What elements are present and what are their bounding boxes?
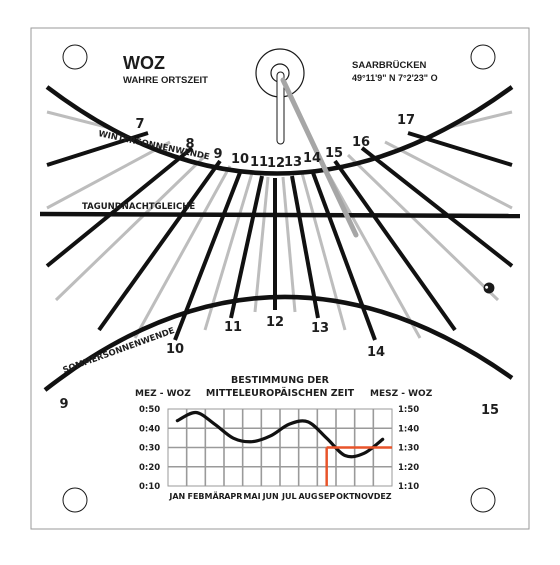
eot-left-tick-label: 0:50 — [139, 405, 160, 415]
eot-month-label: MÄR — [205, 491, 225, 501]
eot-month-label: JUL — [281, 492, 297, 501]
half-hour-line — [46, 140, 171, 210]
hour-label-upper: 13 — [284, 155, 302, 170]
eot-right-tick-label: 1:40 — [398, 424, 419, 434]
eot-month-label: JUN — [262, 492, 279, 501]
hour-label-upper: 10 — [231, 152, 249, 167]
hour-line — [333, 159, 457, 332]
hour-label-upper: 14 — [303, 151, 321, 166]
winter-solstice-curve — [45, 85, 514, 176]
eot-month-label: FEB — [187, 492, 204, 501]
half-hour-line — [346, 153, 500, 302]
half-hour-line — [445, 110, 513, 130]
maker-logo — [483, 282, 495, 294]
eot-curve — [175, 410, 385, 459]
hour-label-lower: 9 — [59, 397, 68, 412]
gnomon-shadow — [280, 77, 359, 238]
dial-title: WOZ — [123, 53, 165, 73]
half-hour-line — [253, 176, 270, 313]
hour-line — [229, 175, 264, 319]
screw-hole-top-right — [470, 44, 496, 70]
hour-line — [360, 146, 514, 268]
eot-left-axis-label: MEZ - WOZ — [135, 389, 191, 399]
hour-label-lower: 12 — [266, 315, 284, 330]
eot-plot — [175, 410, 392, 486]
label-equinox: TAGUNDNACHTGLEICHE — [82, 202, 195, 212]
hour-label-lower: 10 — [166, 342, 184, 357]
eot-month-label: NOV — [354, 492, 374, 501]
hour-label-upper: 17 — [397, 113, 415, 128]
half-hour-line — [300, 172, 347, 331]
hour-label-upper: 16 — [352, 135, 370, 150]
hour-label-upper: 15 — [325, 146, 343, 161]
eot-right-tick-label: 1:50 — [398, 405, 419, 415]
eot-left-tick-label: 0:40 — [139, 424, 160, 434]
eot-left-tick-label: 0:10 — [139, 482, 160, 492]
hour-label-upper: 11 — [250, 155, 268, 170]
gnomon-rod — [276, 71, 285, 145]
screw-hole-bottom-left — [62, 487, 88, 513]
hour-label-upper: 9 — [213, 147, 222, 162]
screw-hole-top-left — [62, 44, 88, 70]
eot-right-tick-label: 1:10 — [398, 482, 419, 492]
hour-label-upper: 12 — [267, 156, 285, 171]
summer-solstice-curve — [43, 294, 514, 392]
location-coordinates: 49°11'9" N 7°2'23" O — [352, 73, 438, 83]
declination-curves — [39, 85, 521, 392]
dial-subtitle: WAHRE ORTSZEIT — [123, 75, 208, 86]
hour-label-lower: 13 — [311, 321, 329, 336]
eot-month-label: SEP — [318, 492, 335, 501]
location-name: SAARBRÜCKEN — [352, 60, 427, 71]
half-hour-line — [54, 153, 208, 302]
eot-month-label: AUG — [298, 492, 317, 501]
eot-right-tick-label: 1:30 — [398, 444, 419, 454]
half-hour-line — [46, 110, 111, 130]
eot-month-label: OKT — [336, 492, 355, 501]
eot-month-label: JAN — [168, 492, 185, 501]
eot-title-line1: BESTIMMUNG DER — [231, 375, 330, 386]
hour-label-lower: 14 — [367, 345, 385, 360]
eot-tick-labels: 0:50 0:40 0:30 0:20 0:10 1:50 1:40 1:30 1:20 1:10… — [139, 405, 419, 501]
equinox-line — [39, 211, 521, 219]
hour-lines — [45, 110, 514, 341]
hour-line — [97, 159, 222, 332]
half-hour-line — [133, 165, 232, 339]
hour-line — [310, 169, 377, 341]
hour-line — [290, 175, 320, 319]
eot-right-axis-label: MESZ - WOZ — [370, 389, 433, 399]
hour-label-lower: 11 — [224, 320, 242, 335]
hour-label-upper: 7 — [135, 117, 144, 132]
eot-month-label: MAI — [243, 492, 260, 501]
half-hour-line — [281, 176, 297, 313]
eot-title-line2: MITTELEUROPÄISCHEN ZEIT — [206, 388, 355, 399]
hour-line — [45, 146, 194, 268]
hour-label-upper: 8 — [185, 137, 194, 152]
half-hour-line — [384, 140, 513, 210]
hour-label-lower: 15 — [481, 403, 499, 418]
eot-month-label: DEZ — [374, 492, 392, 501]
eot-left-tick-label: 0:30 — [139, 444, 160, 454]
eot-right-tick-label: 1:20 — [398, 463, 419, 473]
eot-left-tick-label: 0:20 — [139, 463, 160, 473]
half-hour-line — [322, 165, 422, 339]
eot-month-label: APR — [224, 492, 242, 501]
screw-hole-bottom-right — [470, 487, 496, 513]
